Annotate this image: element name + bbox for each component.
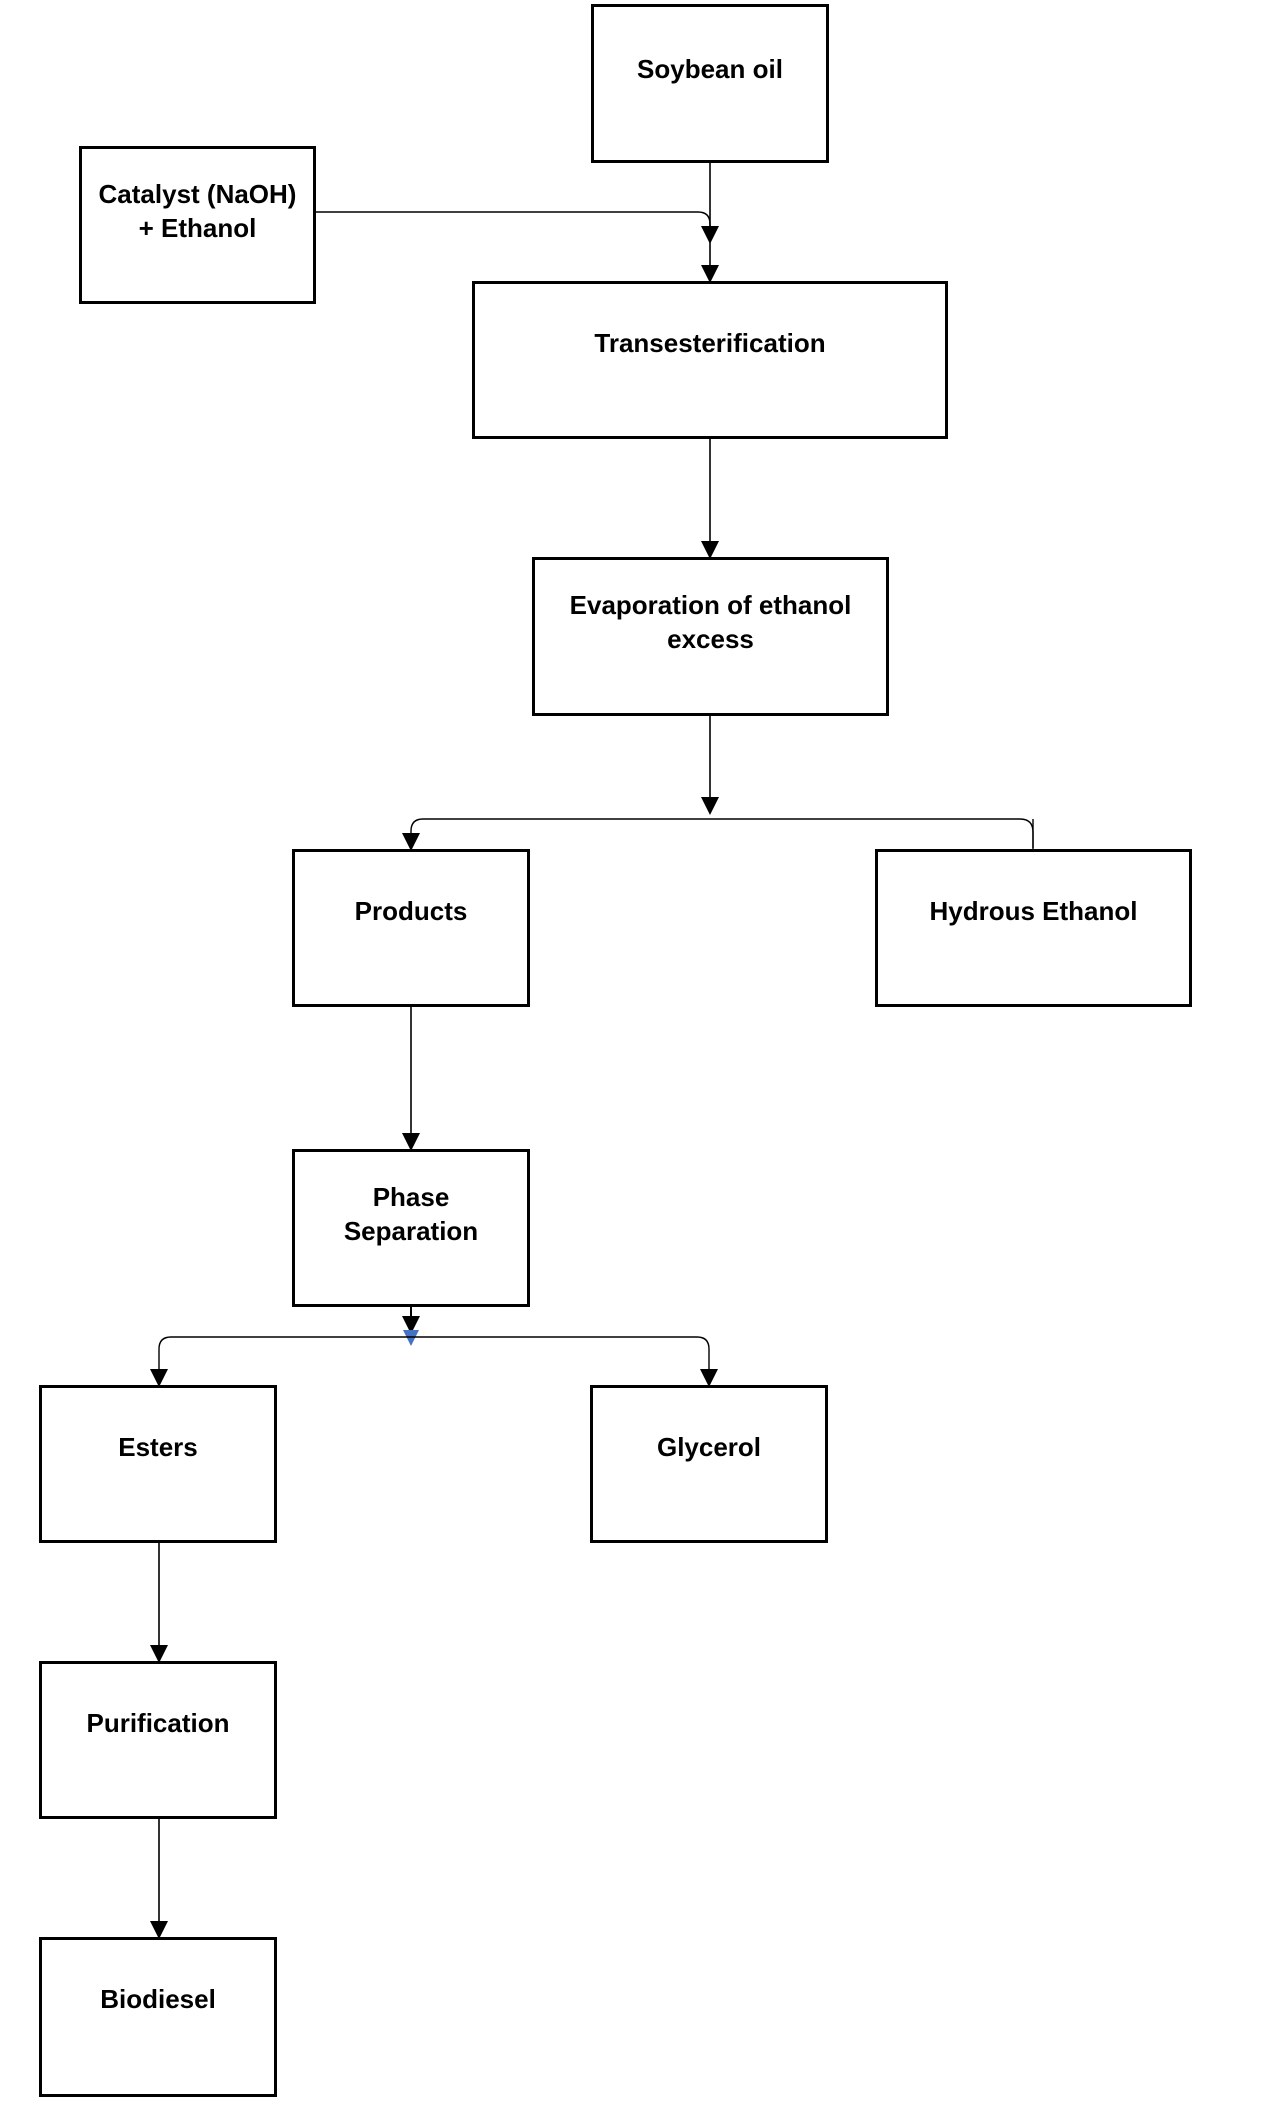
node-evaporation-label: Evaporation of ethanol excess [569, 590, 852, 654]
node-transesterification-label: Transesterification [594, 328, 826, 358]
node-products-label: Products [354, 896, 468, 926]
node-biodiesel: Biodiesel [39, 1937, 277, 2097]
node-purification: Purification [39, 1661, 277, 1819]
edge-split-to-glycerol [411, 1336, 718, 1387]
edge-split-to-products [402, 818, 1034, 851]
node-soybean-oil: Soybean oil [591, 4, 829, 163]
node-glycerol: Glycerol [590, 1385, 828, 1543]
node-esters-label: Esters [118, 1432, 198, 1462]
node-purification-label: Purification [86, 1708, 230, 1738]
node-evaporation: Evaporation of ethanol excess [532, 557, 889, 716]
edge-catalyst-to-transesterification [316, 211, 719, 244]
node-transesterification: Transesterification [472, 281, 948, 439]
node-catalyst: Catalyst (NaOH) + Ethanol [79, 146, 316, 304]
node-phase-separation: Phase Separation [292, 1149, 530, 1307]
node-hydrous-ethanol-label: Hydrous Ethanol [929, 896, 1138, 926]
node-products: Products [292, 849, 530, 1007]
node-soybean-oil-label: Soybean oil [637, 54, 783, 84]
split-arrowhead-black [402, 1316, 420, 1334]
split-arrowhead-blue [403, 1330, 419, 1346]
node-glycerol-label: Glycerol [656, 1432, 762, 1462]
node-catalyst-label: Catalyst (NaOH) + Ethanol [98, 179, 297, 243]
node-esters: Esters [39, 1385, 277, 1543]
node-biodiesel-label: Biodiesel [100, 1984, 216, 2014]
node-phase-separation-label: Phase Separation [343, 1182, 479, 1246]
node-hydrous-ethanol: Hydrous Ethanol [875, 849, 1192, 1007]
edge-split-to-esters [150, 1336, 411, 1387]
